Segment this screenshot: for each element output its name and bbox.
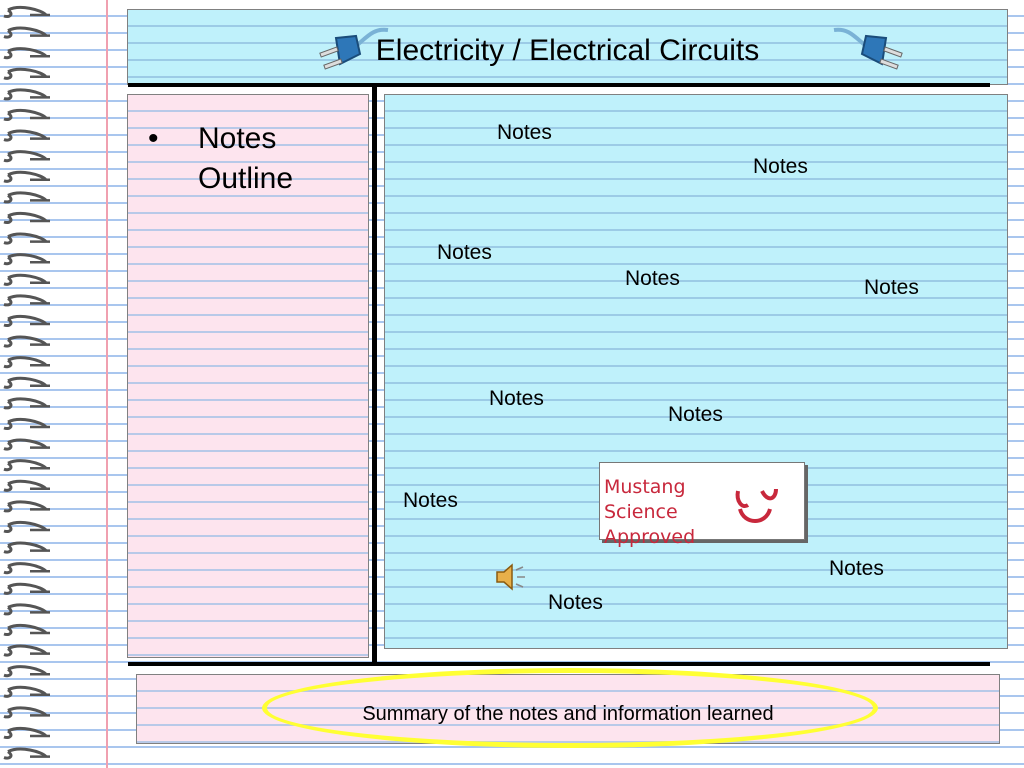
- note-text: Notes: [864, 276, 919, 299]
- spiral-binding: [2, 5, 52, 760]
- page-title: Electricity / Electrical Circuits: [375, 34, 760, 67]
- notes-panel: Notes Notes Notes Notes Notes Notes Note…: [384, 94, 1008, 649]
- badge-line1: Mustang Science: [604, 476, 686, 523]
- notebook-margin-line: [106, 0, 108, 768]
- note-text: Notes: [548, 591, 603, 614]
- divider-vertical: [372, 86, 377, 664]
- mustang-science-badge: Mustang Science Approved: [599, 462, 805, 548]
- speaker-icon[interactable]: [493, 561, 529, 593]
- note-text: Notes: [753, 155, 808, 178]
- bullet-marker: •: [148, 122, 159, 155]
- divider-bottom: [128, 662, 990, 666]
- outline-panel: • Notes Outline: [127, 94, 369, 658]
- title-panel: Electricity / Electrical Circuits: [127, 9, 1008, 85]
- note-text: Notes: [829, 557, 884, 580]
- note-text: Notes: [668, 403, 723, 426]
- electric-plug-icon: [833, 27, 903, 70]
- smiley-face-icon: [735, 488, 778, 523]
- note-text: Notes: [437, 241, 492, 264]
- highlight-oval: [262, 668, 878, 748]
- outline-text: Notes Outline: [198, 122, 294, 195]
- divider-top: [128, 83, 990, 87]
- note-text: Notes: [489, 387, 544, 410]
- note-text: Notes: [403, 489, 458, 512]
- electric-plug-icon: [319, 27, 389, 70]
- badge-line2: Approved: [604, 526, 696, 548]
- note-text: Notes: [497, 121, 552, 144]
- badge-text: Mustang Science Approved: [604, 475, 764, 550]
- note-text: Notes: [625, 267, 680, 290]
